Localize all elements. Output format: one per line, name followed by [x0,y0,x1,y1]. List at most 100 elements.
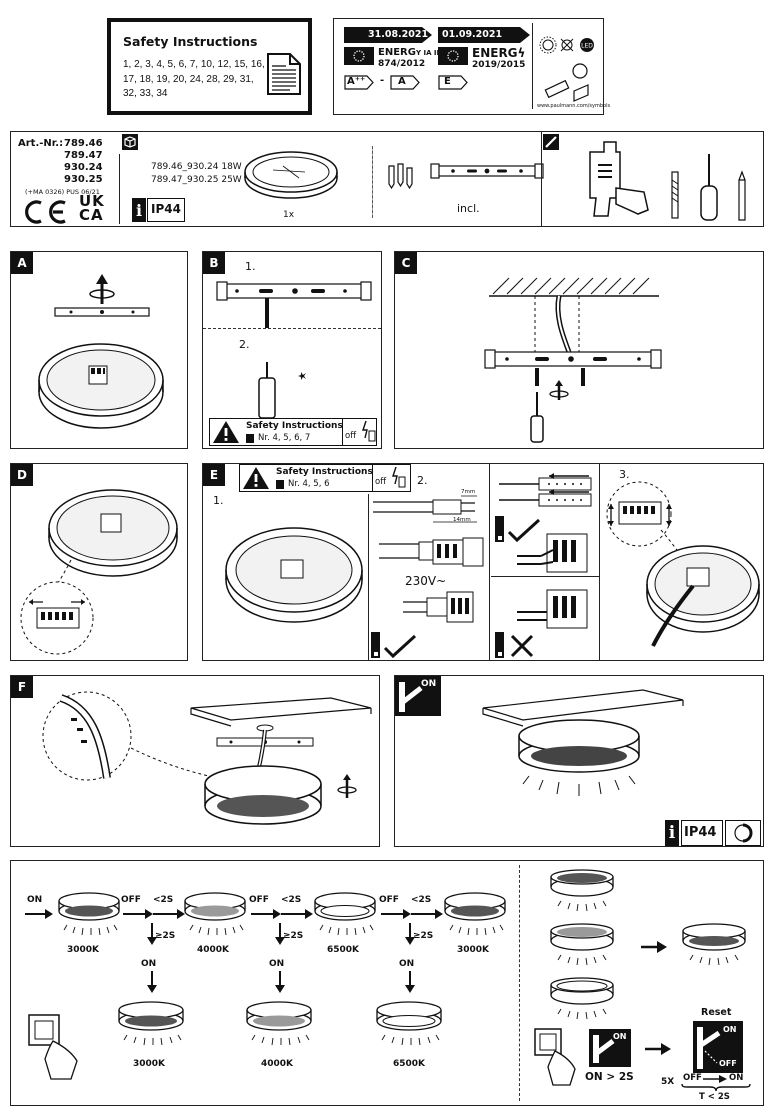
hand-switch-icon [28,1014,78,1080]
class-arrow-new [438,75,468,90]
screwdriver-icon [700,154,718,221]
panel-c: C [394,251,764,449]
warning-triangle-e-icon [243,467,269,489]
step-label-c: C [395,252,417,274]
step-label-e: E [203,464,225,486]
eu-flag-new [438,47,468,65]
color-temp-panel: ON 3000K OFF <2S 4000K OFF <2S 6500K OFF… [10,860,764,1106]
drill-bit-icon [671,171,679,219]
class-arrow-old-to [390,75,420,90]
on-gt-2s: ON > 2S [585,1071,634,1083]
terminal-bad-drawing [517,589,588,629]
date-arrow-1 [344,27,432,43]
info-icon: i [132,198,146,222]
check-ok-1-icon [371,632,421,659]
art-footnote: (+MA 0326) PUS 06/21 [25,188,100,196]
ip44-on-text: IP44 [684,825,717,840]
cross-bad-icon [495,632,545,658]
luminaire-on-drawing [482,689,684,796]
bracket-marking-drawing [216,281,372,328]
warning-b-off: off [345,431,357,441]
e1-luminaire-drawing [225,527,363,623]
branch-on-1: ON [141,959,157,969]
color-temp-divider [519,865,520,1101]
seq-arrow-1 [123,909,185,919]
branch-k-1: 3000K [133,1059,166,1069]
e-step-2: 2. [417,474,428,487]
panel-b: B 1. 2. Safety Instructions Nr. 4, 5, 6,… [202,251,382,449]
switch-on-2s-icon: ON [589,1029,631,1067]
step-label-f: F [11,676,33,698]
e3-connection-drawing [606,481,760,647]
warning-e-title: Safety Instructions [276,467,373,477]
manual-e-icon [276,480,284,489]
warning-b-title: Safety Instructions [246,421,343,431]
reg-new: 2019/2015 [472,60,526,70]
seq-arrow-3 [381,909,443,919]
luminaire-product-icon [244,151,338,199]
b-dashed-divider [203,328,381,329]
eu-flag-old [344,47,374,65]
seq-off-2: OFF [249,895,269,905]
mounting-bracket-icon [430,163,544,179]
wire-terminal-drawing-1 [379,537,484,567]
package-icon [122,134,138,150]
class-old-from: A⁺⁺ [347,76,366,87]
reset-brace [681,1083,751,1092]
down-arrow-2 [275,923,285,945]
strip-7mm: 7mm [461,489,476,495]
document-icon [267,53,301,95]
safety-numbers-1: 1, 2, 3, 4, 5, 6, 7, 10, 12, 15, 16, [123,59,265,70]
strip-14mm: 14mm [453,517,471,523]
drilling-drawing [258,362,306,419]
mem-lamp-3000k-icon [550,869,614,912]
class-new: E [444,76,451,87]
branch-k-3: 6500K [393,1059,426,1069]
seq-k-3: 6500K [327,945,360,955]
energ-old: ENERGY IA IE [378,47,442,58]
mem-lamp-result-icon [682,923,746,966]
seq-k-1: 3000K [67,945,100,955]
warning-b-nr: Nr. 4, 5, 6, 7 [258,433,311,443]
wire-terminal-drawing-2 [403,591,474,623]
screws-dowels-icon [388,163,413,190]
panel-on: ON i IP44 [394,675,764,847]
reset-arrow [645,1043,671,1055]
article-row: Art.-Nr.: 789.46 789.47 930.24 930.25 (+… [10,131,764,227]
panel-f-drawing [42,691,372,825]
class-old-to: A [398,76,406,87]
cable-strip-drawing [373,495,477,523]
reset-t-lt-2s: T < 2S [699,1092,730,1102]
seq-k-4: 3000K [457,945,490,955]
class-dash: - [380,75,385,86]
safety-instructions-box: Safety Instructions 1, 2, 3, 4, 5, 6, 7,… [107,18,312,115]
reset-times: 5X [661,1077,675,1087]
safety-title: Safety Instructions [123,34,258,49]
ip44-badge [147,198,185,222]
date-old: 31.08.2021 [368,29,429,40]
check-ok-2-icon [495,516,545,543]
safety-numbers-2: 17, 18, 19, 20, 24, 28, 29, 31, [123,74,254,85]
e-divider-1 [368,494,369,660]
ge2s-2: ≥2S [283,931,304,941]
pencil-icon [738,170,746,221]
branch-k-2: 4000K [261,1059,294,1069]
manual-icon [246,434,254,443]
warning-e-nr: Nr. 4, 5, 6 [288,479,330,489]
seq-lt2s-2: <2S [281,895,302,905]
article-divider-2 [372,146,373,218]
reset-cycle-on: ON [729,1073,744,1083]
lamp-b1-3000k-icon [118,1001,184,1046]
seq-lt2s-3: <2S [411,895,432,905]
panel-e: E Safety Instructions Nr. 4, 5, 6 off 1.… [202,463,764,661]
e-inner-divider [491,576,599,577]
reset-title: Reset [701,1007,732,1018]
reset-on-label: ON [723,1025,737,1034]
e-divider-3 [599,464,600,660]
switch-on-icon: ON [395,676,441,716]
down-arrow-2b [275,971,285,993]
mem-lamp-6500k-icon [550,977,614,1020]
qty-label: 1x [283,210,295,220]
reset-switch-icon: ON OFF [693,1021,743,1073]
article-divider-3 [541,132,542,226]
